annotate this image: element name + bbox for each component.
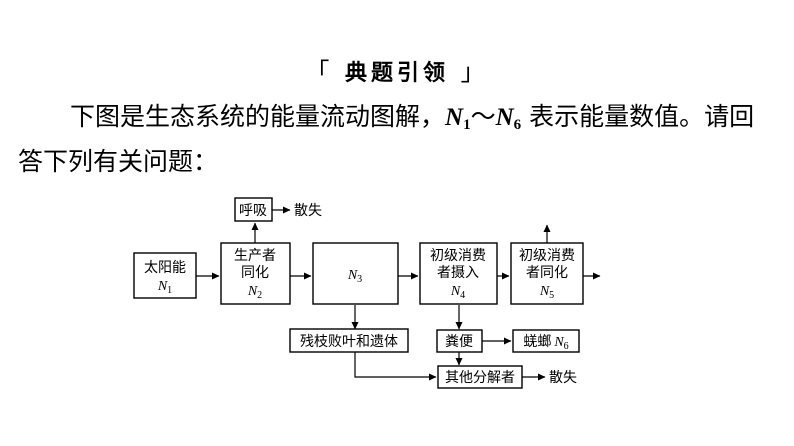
primary-assimilation-box [510, 242, 584, 305]
symbol-n1: N1 [445, 104, 471, 133]
assimilate-symbol: N5 [539, 284, 554, 301]
dungbeetle-box [512, 329, 580, 353]
tilde: ～ [470, 102, 496, 131]
heading-open-bracket: 「 [305, 58, 334, 86]
question-text-b: 表示能量数值。请回 [521, 102, 755, 131]
primary-label-1: 初级消费 [430, 247, 486, 264]
producer-label-2: 同化 [241, 265, 269, 281]
decomposers-box [437, 365, 523, 389]
question-text-a: 下图是生态系统的能量流动图解， [70, 102, 446, 131]
dissipate-bottom-label: 散失 [549, 370, 577, 386]
primary-label-2: 者摄入 [437, 265, 479, 281]
arrow-residue-to-decomposers [354, 352, 437, 381]
sun-energy-box [133, 252, 197, 299]
residue-label: 残枝败叶和遗体 [300, 334, 398, 350]
primary-symbol: N4 [450, 284, 465, 301]
feces-label: 粪便 [445, 334, 473, 350]
decomposers-label: 其他分解者 [445, 370, 515, 386]
residue-box [289, 328, 409, 353]
symbol-n6: N6 [495, 104, 522, 133]
respiration-box [234, 197, 273, 222]
heading-title: 典题引领 [344, 61, 449, 86]
primary-intake-box [419, 242, 498, 305]
assimilate-label-2: 者同化 [526, 265, 568, 281]
producer-box [220, 242, 291, 305]
heading-close-bracket: 」 [460, 58, 489, 86]
question-line-1: 下图是生态系统的能量流动图解，N1～N6 表示能量数值。请回 [18, 100, 778, 142]
respiration-label: 呼吸 [239, 203, 267, 219]
section-heading: 「 典题引领 」 [0, 52, 794, 87]
sun-label: 太阳能 [144, 260, 186, 276]
feces-box [436, 329, 483, 353]
n3-box [312, 242, 399, 305]
producer-label-1: 生产者 [234, 248, 276, 264]
n3-symbol: N3 [347, 268, 362, 285]
sun-symbol: N1 [157, 279, 172, 296]
dissipate-top-label: 散失 [294, 203, 322, 219]
question-line-2: 答下列有关问题： [18, 147, 219, 176]
assimilate-label-1: 初级消费 [519, 247, 575, 264]
producer-symbol: N2 [247, 284, 262, 301]
